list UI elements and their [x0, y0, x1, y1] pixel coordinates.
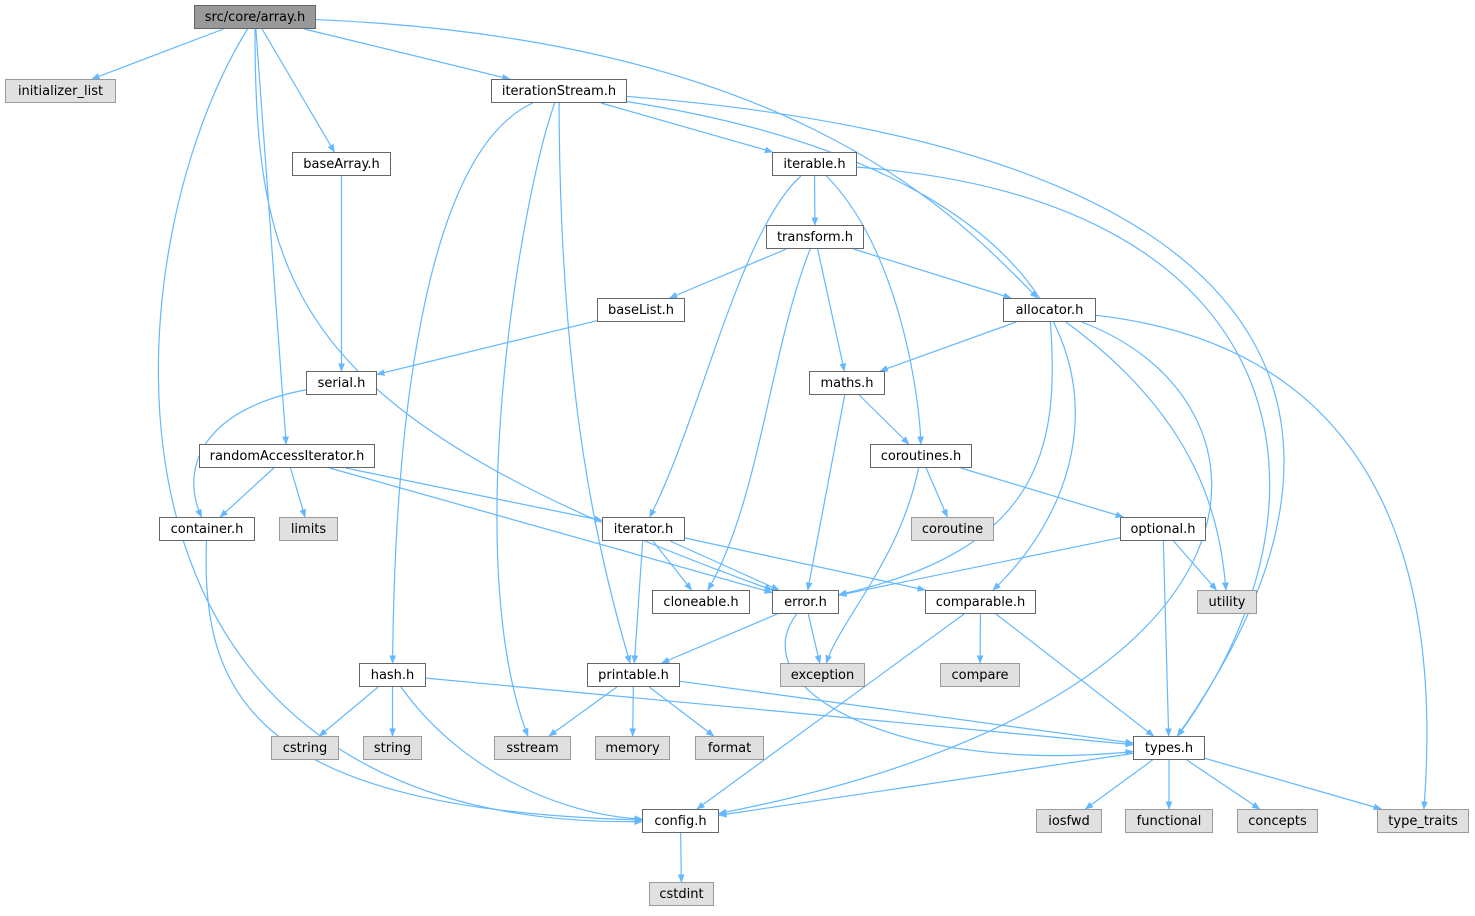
- edge-iterable-to-types: [856, 166, 1271, 737]
- edge-comparable-to-config: [696, 613, 965, 810]
- node-optional[interactable]: optional.h: [1120, 517, 1206, 541]
- edge-coroutines-to-coroutine: [925, 467, 948, 518]
- edge-hash-to-config: [400, 686, 643, 823]
- node-coroutines[interactable]: coroutines.h: [870, 444, 972, 468]
- edge-maths-to-error: [805, 394, 846, 591]
- edge-error-to-printable: [661, 613, 778, 664]
- edge-optional-to-error: [838, 537, 1121, 597]
- edge-iterationStream-to-hash: [389, 102, 534, 664]
- node-array[interactable]: src/core/array.h: [194, 5, 316, 29]
- node-allocator[interactable]: allocator.h: [1003, 298, 1096, 322]
- edge-printable-to-sstream: [548, 686, 618, 737]
- edge-hash-to-cstring: [318, 686, 379, 737]
- edge-maths-to-coroutines: [858, 394, 910, 445]
- node-baseList[interactable]: baseList.h: [597, 298, 685, 322]
- edge-allocator-to-config: [718, 321, 1213, 816]
- edge-iterationStream-to-types: [626, 95, 1285, 737]
- edge-printable-to-types: [679, 680, 1134, 746]
- edge-transform-to-allocator: [853, 248, 1012, 299]
- edge-iterationStream-to-comparable: [626, 101, 1076, 591]
- edge-array-to-error: [254, 28, 773, 591]
- edge-array-to-baseArray: [261, 28, 335, 153]
- node-printable[interactable]: printable.h: [587, 663, 680, 687]
- edge-types-to-concepts: [1186, 759, 1261, 810]
- edge-allocator-to-error: [838, 321, 1053, 597]
- node-container[interactable]: container.h: [159, 517, 255, 541]
- edge-types-to-iosfwd: [1084, 759, 1153, 810]
- edge-iterator-to-comparable: [684, 537, 926, 592]
- node-compare[interactable]: compare: [940, 663, 1020, 687]
- node-cstring[interactable]: cstring: [271, 736, 339, 760]
- edge-allocator-to-maths: [879, 321, 1017, 372]
- edge-array-to-iterationStream: [304, 28, 511, 81]
- edge-randomAccessIterator-to-container: [219, 467, 275, 518]
- edge-array-to-randomAccessIterator: [255, 28, 289, 445]
- node-baseArray[interactable]: baseArray.h: [292, 152, 391, 176]
- edge-randomAccessIterator-to-limits: [289, 467, 307, 518]
- edge-optional-to-types: [1162, 540, 1172, 737]
- edge-randomAccessIterator-to-iterator: [345, 467, 603, 523]
- node-maths[interactable]: maths.h: [809, 371, 885, 395]
- edge-iterationStream-to-iterable: [600, 102, 774, 154]
- edge-iterationStream-to-printable: [558, 102, 632, 664]
- edge-serial-to-container: [193, 389, 307, 518]
- node-exception[interactable]: exception: [780, 663, 865, 687]
- node-coroutine[interactable]: coroutine: [911, 517, 994, 541]
- edge-array-to-config: [157, 28, 643, 826]
- node-transform[interactable]: transform.h: [766, 225, 864, 249]
- edge-randomAccessIterator-to-error: [329, 467, 773, 594]
- edge-transform-to-baseList: [668, 248, 787, 299]
- edge-array-to-initializer_list: [91, 28, 224, 80]
- node-cstdint[interactable]: cstdint: [649, 882, 714, 906]
- edge-printable-to-format: [648, 686, 715, 737]
- edge-types-to-type_traits: [1204, 757, 1383, 811]
- edge-allocator-to-type_traits: [1095, 314, 1428, 810]
- edge-transform-to-maths: [817, 248, 847, 372]
- node-hash[interactable]: hash.h: [359, 663, 426, 687]
- edge-iterationStream-to-sstream: [496, 102, 556, 737]
- edge-error-to-types: [784, 613, 1134, 757]
- node-format[interactable]: format: [695, 736, 764, 760]
- node-types[interactable]: types.h: [1133, 736, 1205, 760]
- node-error[interactable]: error.h: [772, 590, 839, 614]
- edge-iterable-to-coroutines: [826, 175, 925, 445]
- node-iosfwd[interactable]: iosfwd: [1036, 809, 1102, 833]
- edge-coroutines-to-optional: [960, 467, 1125, 519]
- node-config[interactable]: config.h: [642, 809, 719, 833]
- node-utility[interactable]: utility: [1197, 590, 1257, 614]
- node-functional[interactable]: functional: [1125, 809, 1213, 833]
- edge-allocator-to-utility: [1065, 321, 1229, 591]
- node-sstream[interactable]: sstream: [494, 736, 571, 760]
- node-type-traits[interactable]: type_traits: [1377, 809, 1469, 833]
- node-concepts[interactable]: concepts: [1237, 809, 1318, 833]
- node-memory[interactable]: memory: [595, 736, 670, 760]
- edge-iterable-to-iterator: [649, 175, 802, 518]
- node-randomAccessIterator[interactable]: randomAccessIterator.h: [199, 444, 375, 468]
- edge-optional-to-utility: [1173, 540, 1218, 591]
- node-initializer-list[interactable]: initializer_list: [5, 79, 116, 103]
- edge-coroutines-to-exception: [825, 467, 920, 664]
- edge-config-to-cstdint: [677, 832, 685, 883]
- node-limits[interactable]: limits: [279, 517, 338, 541]
- edge-comparable-to-types: [995, 613, 1155, 737]
- node-cloneable[interactable]: cloneable.h: [652, 590, 750, 614]
- node-comparable[interactable]: comparable.h: [925, 590, 1036, 614]
- node-iterable[interactable]: iterable.h: [772, 152, 857, 176]
- edge-types-to-config: [718, 752, 1134, 818]
- node-iterationStream[interactable]: iterationStream.h: [491, 79, 627, 103]
- edge-iterator-to-cloneable: [652, 540, 693, 591]
- edge-baseList-to-serial: [376, 320, 598, 376]
- edge-iterator-to-printable: [631, 540, 644, 664]
- edge-printable-to-memory: [629, 686, 637, 737]
- edge-hash-to-types: [425, 677, 1134, 748]
- node-iterator[interactable]: iterator.h: [602, 517, 685, 541]
- edge-transform-to-cloneable: [707, 248, 811, 591]
- node-serial[interactable]: serial.h: [306, 371, 377, 395]
- node-string[interactable]: string: [363, 736, 422, 760]
- edge-error-to-exception: [807, 613, 822, 664]
- edge-array-to-allocator: [315, 18, 1039, 299]
- edge-iterator-to-error: [669, 540, 780, 591]
